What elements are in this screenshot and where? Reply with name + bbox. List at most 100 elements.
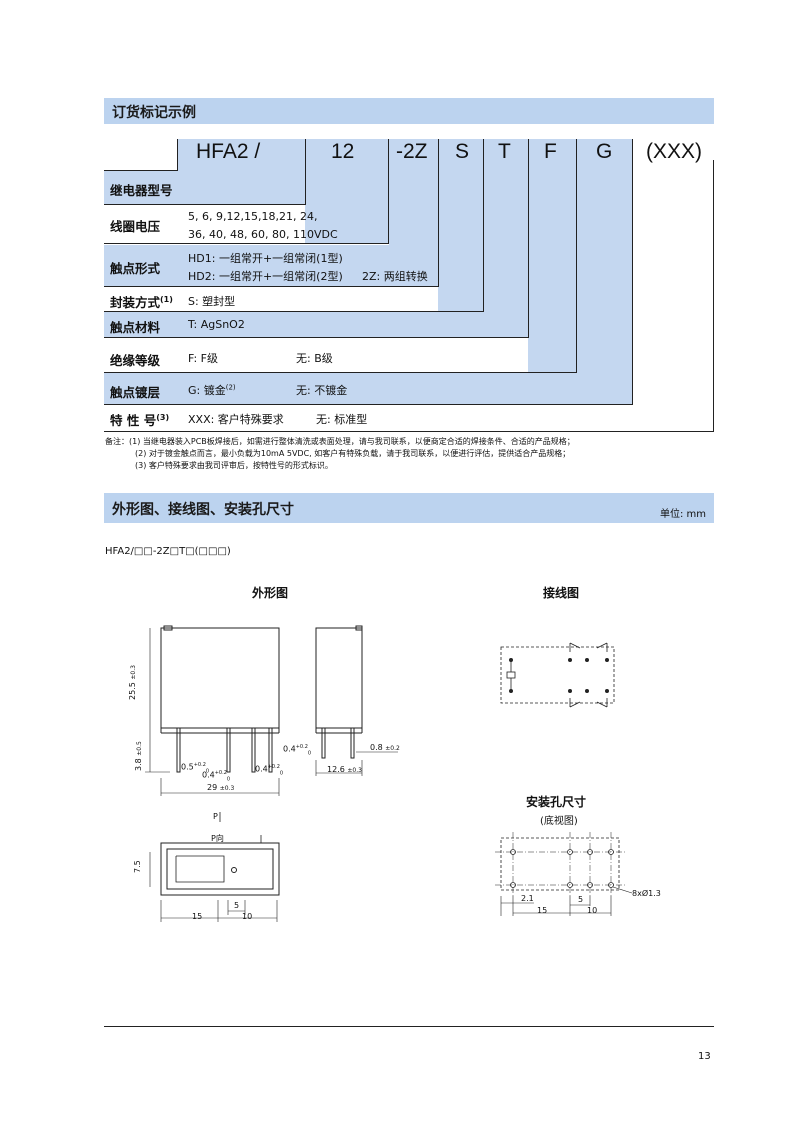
line-row-voltage (104, 243, 389, 244)
code-12: 12 (331, 140, 355, 163)
code-2z: -2Z (396, 140, 428, 163)
label-contact-form: 触点形式 (110, 261, 161, 276)
front-body (160, 627, 280, 729)
label-plating: 触点镀层 (110, 385, 161, 400)
dim-hole-5: 5 (578, 895, 584, 904)
row-contact-form-bg (104, 245, 438, 286)
front-pin-2 (226, 727, 231, 773)
voltage-line-2: 36, 40, 48, 60, 80, 110VDC (188, 228, 338, 241)
special-xxx: XXX: 客户特殊要求 (188, 413, 284, 426)
dim-p-5: 5 (234, 901, 240, 910)
line-row-special (104, 431, 714, 432)
holes-outline (500, 837, 620, 891)
dim-depth: 12.6 ±0.3 (327, 765, 362, 774)
code-s: S (455, 140, 470, 163)
dim-hole-15: 15 (537, 906, 548, 915)
p-body-inner (166, 848, 274, 890)
side-pin-2 (350, 727, 355, 759)
line-v-2z (388, 139, 389, 244)
line-row-insulation (104, 372, 577, 373)
hole-6 (587, 882, 593, 888)
insulation-f: F: F级 (188, 352, 219, 365)
wiring-pin-3 (568, 658, 572, 662)
material-t: T: AgSnO2 (188, 318, 245, 331)
front-pin-1 (176, 727, 181, 773)
label-package: 封装方式(1) (110, 294, 173, 310)
hole-3 (567, 849, 573, 855)
side-body (315, 627, 363, 729)
code-xxx: (XXX) (646, 140, 703, 163)
line-row-contact (104, 286, 439, 287)
unit-label: 单位: mm (659, 509, 706, 520)
contact-2z: 2Z: 两组转换 (362, 270, 428, 283)
line-v-t (483, 139, 484, 312)
wiring-pin-4 (585, 658, 589, 662)
label-coil-voltage: 线圈电压 (110, 219, 161, 234)
dim-p-10: 10 (242, 912, 253, 921)
wiring-title: 接线图 (543, 586, 580, 600)
label-insulation: 绝缘等级 (110, 353, 161, 368)
label-contact-material: 触点材料 (110, 320, 161, 335)
plating-g: G: 镀金(2) (188, 383, 236, 397)
dimension-section-title: 外形图、接线图、安装孔尺寸 (112, 502, 294, 518)
dim-side-pin: 0.8 ±0.2 (370, 743, 400, 752)
wiring-pin-8 (605, 689, 609, 693)
dim-hole-10: 10 (587, 906, 598, 915)
note-2: (2) 对于镀金触点而言，最小负载为10mA 5VDC, 如客户有特殊负载，请于… (135, 449, 571, 458)
dim-p-15: 15 (192, 912, 203, 921)
dim-width: 29 ±0.3 (207, 783, 235, 792)
dim-hole-21: 2.1 (521, 894, 534, 903)
front-pin-3 (251, 727, 256, 773)
code-f: F (544, 140, 557, 163)
line-v-g (576, 139, 577, 373)
line-v-s (438, 139, 439, 287)
row-plating-bg (104, 372, 632, 404)
page-number: 13 (698, 1051, 711, 1062)
front-tab (163, 625, 173, 631)
wiring-pin-1 (509, 658, 513, 662)
footer-rule (104, 1026, 714, 1027)
contact-hd1: HD1: 一组常开+一组常闭(1型) (188, 252, 343, 265)
line-v-12 (305, 139, 306, 205)
line-v-xxx (632, 139, 633, 405)
hole-5 (587, 849, 593, 855)
code-region-g (576, 139, 632, 404)
model-code: HFA2/□□-2Z□T□(□□□) (105, 546, 231, 557)
wiring-pin-2 (509, 689, 513, 693)
special-standard: 无: 标准型 (316, 413, 368, 426)
code-hfa2: HFA2 / (196, 140, 261, 163)
dim-05: 0.5+0.20 (181, 762, 210, 775)
line-row-package (104, 311, 484, 312)
line-v-f (528, 139, 529, 338)
hole-4 (567, 882, 573, 888)
plating-none: 无: 不镀金 (296, 384, 348, 397)
p-label: P (213, 812, 218, 821)
label-special: 特 性 号(3) (110, 412, 170, 428)
label-model: 继电器型号 (110, 183, 173, 198)
code-region-s (438, 139, 483, 311)
insulation-b: 无: B级 (296, 352, 333, 365)
notes-block: 备注：(1) 当继电器装入PCB板焊接后，如需进行整体清洗或表面处理，请与我司联… (105, 436, 575, 472)
code-region-t (483, 139, 528, 337)
line-v-end (713, 160, 714, 432)
package-s: S: 塑封型 (188, 295, 236, 308)
dim-04-a: 0.4+0.20 (202, 770, 231, 783)
holes-title: 安装孔尺寸 (526, 795, 587, 809)
code-region-f (528, 139, 576, 372)
p-pin-hole (231, 867, 237, 873)
dim-04-c: 0.4+0.20 (283, 744, 312, 757)
code-region-hfa2 (178, 139, 305, 204)
contact-hd2: HD2: 一组常开+一组常闭(2型) (188, 270, 343, 283)
wiring-pin-6 (568, 689, 572, 693)
wiring-pin-5 (605, 658, 609, 662)
line-top-left (104, 170, 178, 171)
side-tab (355, 625, 363, 631)
note-3: (3) 客户特殊要求由我司评审后，按特性号的形式标识。 (135, 461, 333, 470)
holes-subtitle: (底视图) (540, 816, 578, 827)
dim-04-b: 0.4+0.20 (255, 764, 284, 777)
note-1: 备注：(1) 当继电器装入PCB板焊接后，如需进行整体清洗或表面处理，请与我司联… (105, 437, 575, 446)
